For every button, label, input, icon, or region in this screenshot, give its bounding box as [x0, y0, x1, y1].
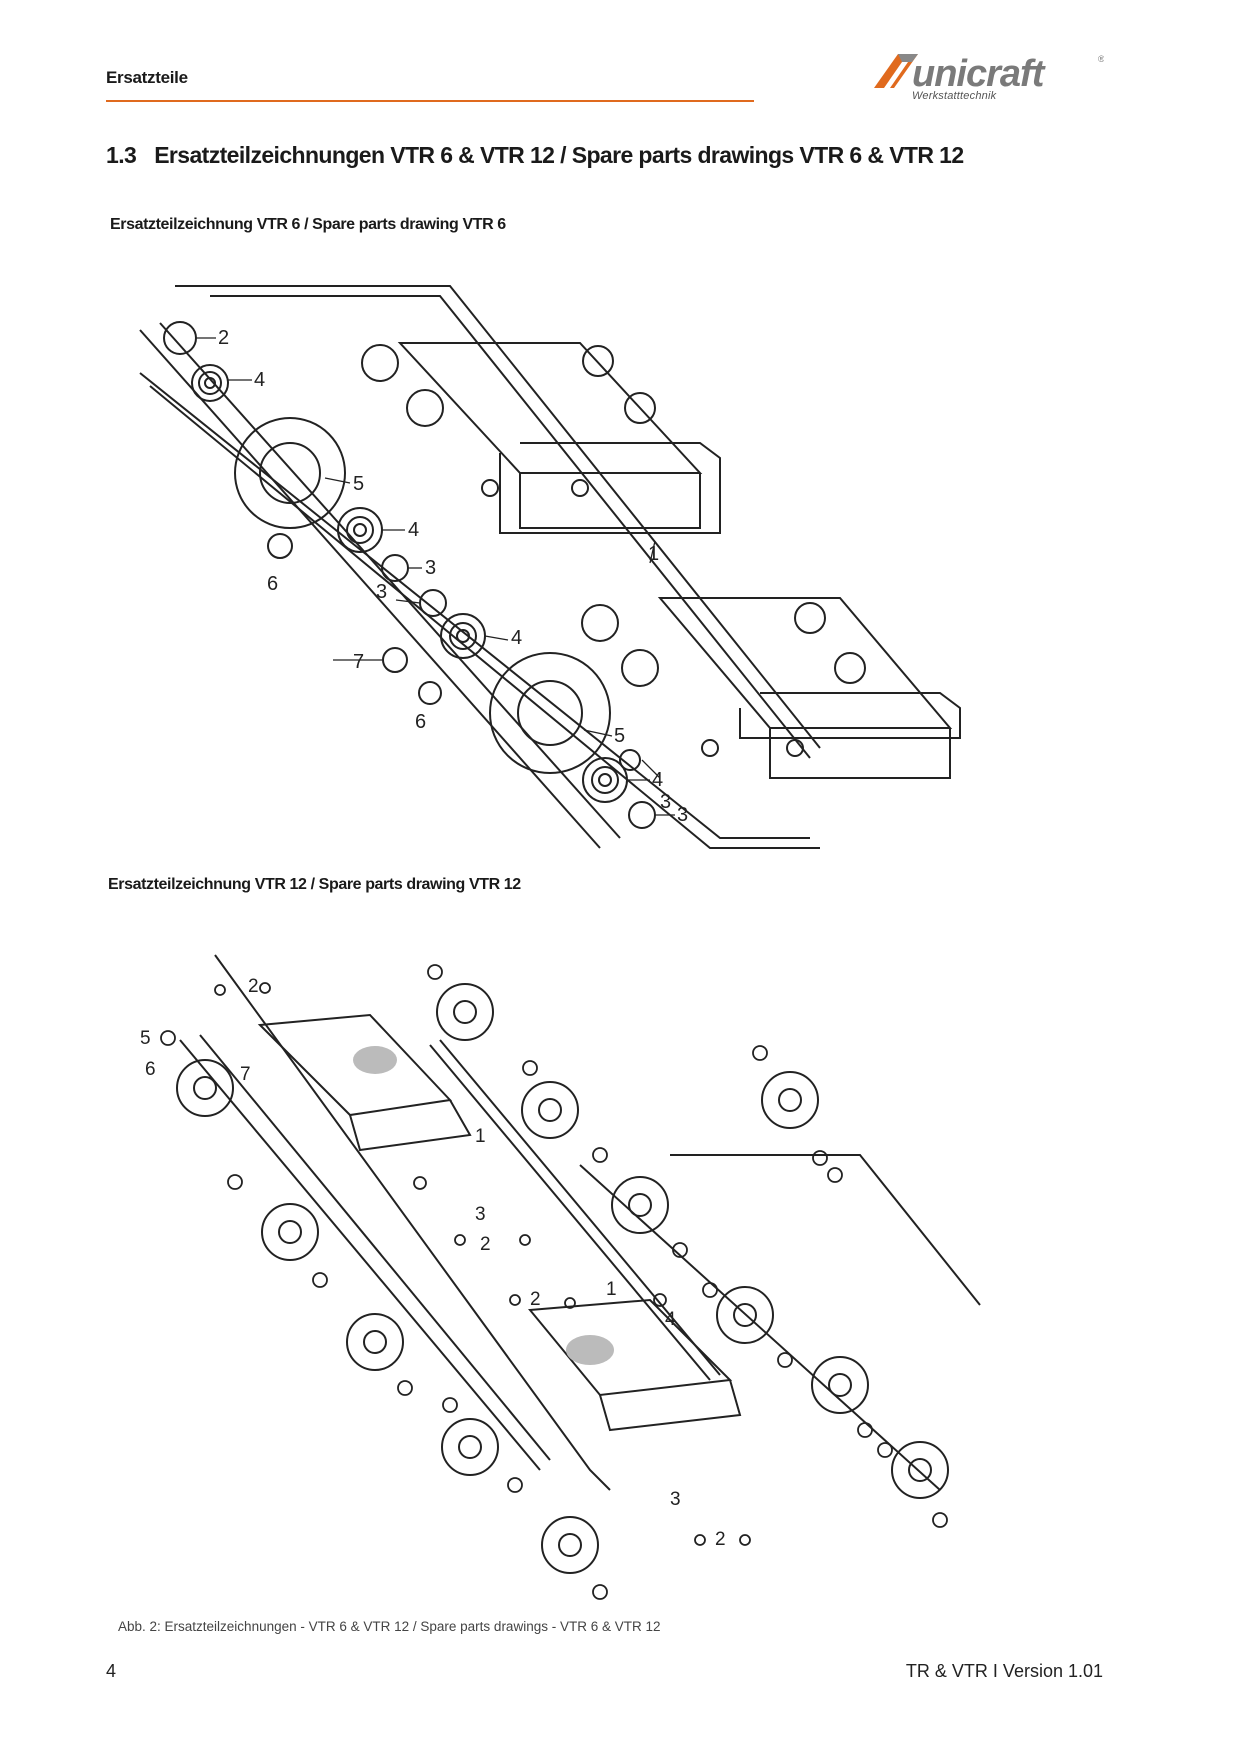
callout-6: 6 [267, 573, 278, 595]
callout-4: 4 [511, 627, 522, 649]
callout-6: 6 [415, 711, 426, 733]
callout-2: 2 [715, 1529, 726, 1550]
vtr12-callouts: 2 3 2 1 2 1 4 3 2 5 6 7 [140, 976, 726, 1550]
vtr12-bearings [160, 964, 948, 1600]
callout-1: 1 [475, 1126, 486, 1147]
drawing-vtr12: 2 3 2 1 2 1 4 3 2 5 6 7 [140, 954, 981, 1600]
callout-7: 7 [240, 1064, 251, 1085]
callout-5: 5 [140, 1028, 151, 1049]
callout-2: 2 [530, 1289, 541, 1310]
section-title: Ersatzteilzeichnungen VTR 6 & VTR 12 / S… [154, 142, 964, 168]
callout-3: 3 [670, 1489, 681, 1510]
callout-4: 4 [408, 519, 419, 541]
logo-tagline: Werkstatttechnik [912, 90, 997, 102]
drawing-vtr6: 2 4 5 4 3 3 4 6 7 6 5 4 3 3 1 [139, 285, 961, 849]
vtr6-callouts: 2 4 5 4 3 3 4 6 7 6 5 4 3 3 1 [218, 327, 688, 826]
callout-5: 5 [614, 725, 625, 747]
logo-wordmark: unicraft [912, 53, 1046, 95]
header-divider [106, 100, 754, 102]
callout-3: 3 [677, 804, 688, 826]
callout-1: 1 [648, 543, 659, 565]
drawing-2-title: Ersatzteilzeichnung VTR 12 / Spare parts… [108, 876, 521, 893]
section-number: 1.3 [106, 142, 137, 168]
callout-4: 4 [254, 369, 265, 391]
callout-2: 2 [480, 1234, 491, 1255]
svg-text:®: ® [1098, 54, 1104, 64]
callout-7: 7 [353, 651, 364, 673]
callout-3: 3 [425, 557, 436, 579]
callout-6: 6 [145, 1059, 156, 1080]
vtr12-rollers [176, 983, 949, 1574]
callout-2: 3 [660, 791, 671, 813]
vtr6-frame [139, 285, 961, 849]
page-number: 4 [106, 1661, 117, 1681]
callout-3: 3 [475, 1204, 486, 1225]
callout-1: 1 [606, 1279, 617, 1300]
unicraft-logo: unicraft ® [874, 53, 1104, 95]
callout-3: 3 [376, 581, 387, 603]
document-version: TR & VTR I Version 1.01 [905, 1661, 1103, 1681]
vtr6-leader-lines [196, 337, 675, 816]
vtr12-carts [257, 1013, 742, 1432]
callout-2: 2 [248, 976, 259, 997]
callout-4: 4 [665, 1309, 676, 1330]
drawing-1-title: Ersatzteilzeichnung VTR 6 / Spare parts … [110, 216, 506, 233]
callout-4: 4 [652, 769, 663, 791]
logo-mark-icon [874, 54, 918, 88]
section-heading: 1.3 Ersatzteilzeichnungen VTR 6 & VTR 12 … [106, 142, 964, 169]
figure-caption: Abb. 2: Ersatzteilzeichnungen - VTR 6 & … [118, 1619, 661, 1634]
vtr12-rails [179, 954, 981, 1491]
callout-3: 2 [218, 327, 229, 349]
callout-5: 5 [353, 473, 364, 495]
header-section-label: Ersatzteile [106, 68, 188, 87]
